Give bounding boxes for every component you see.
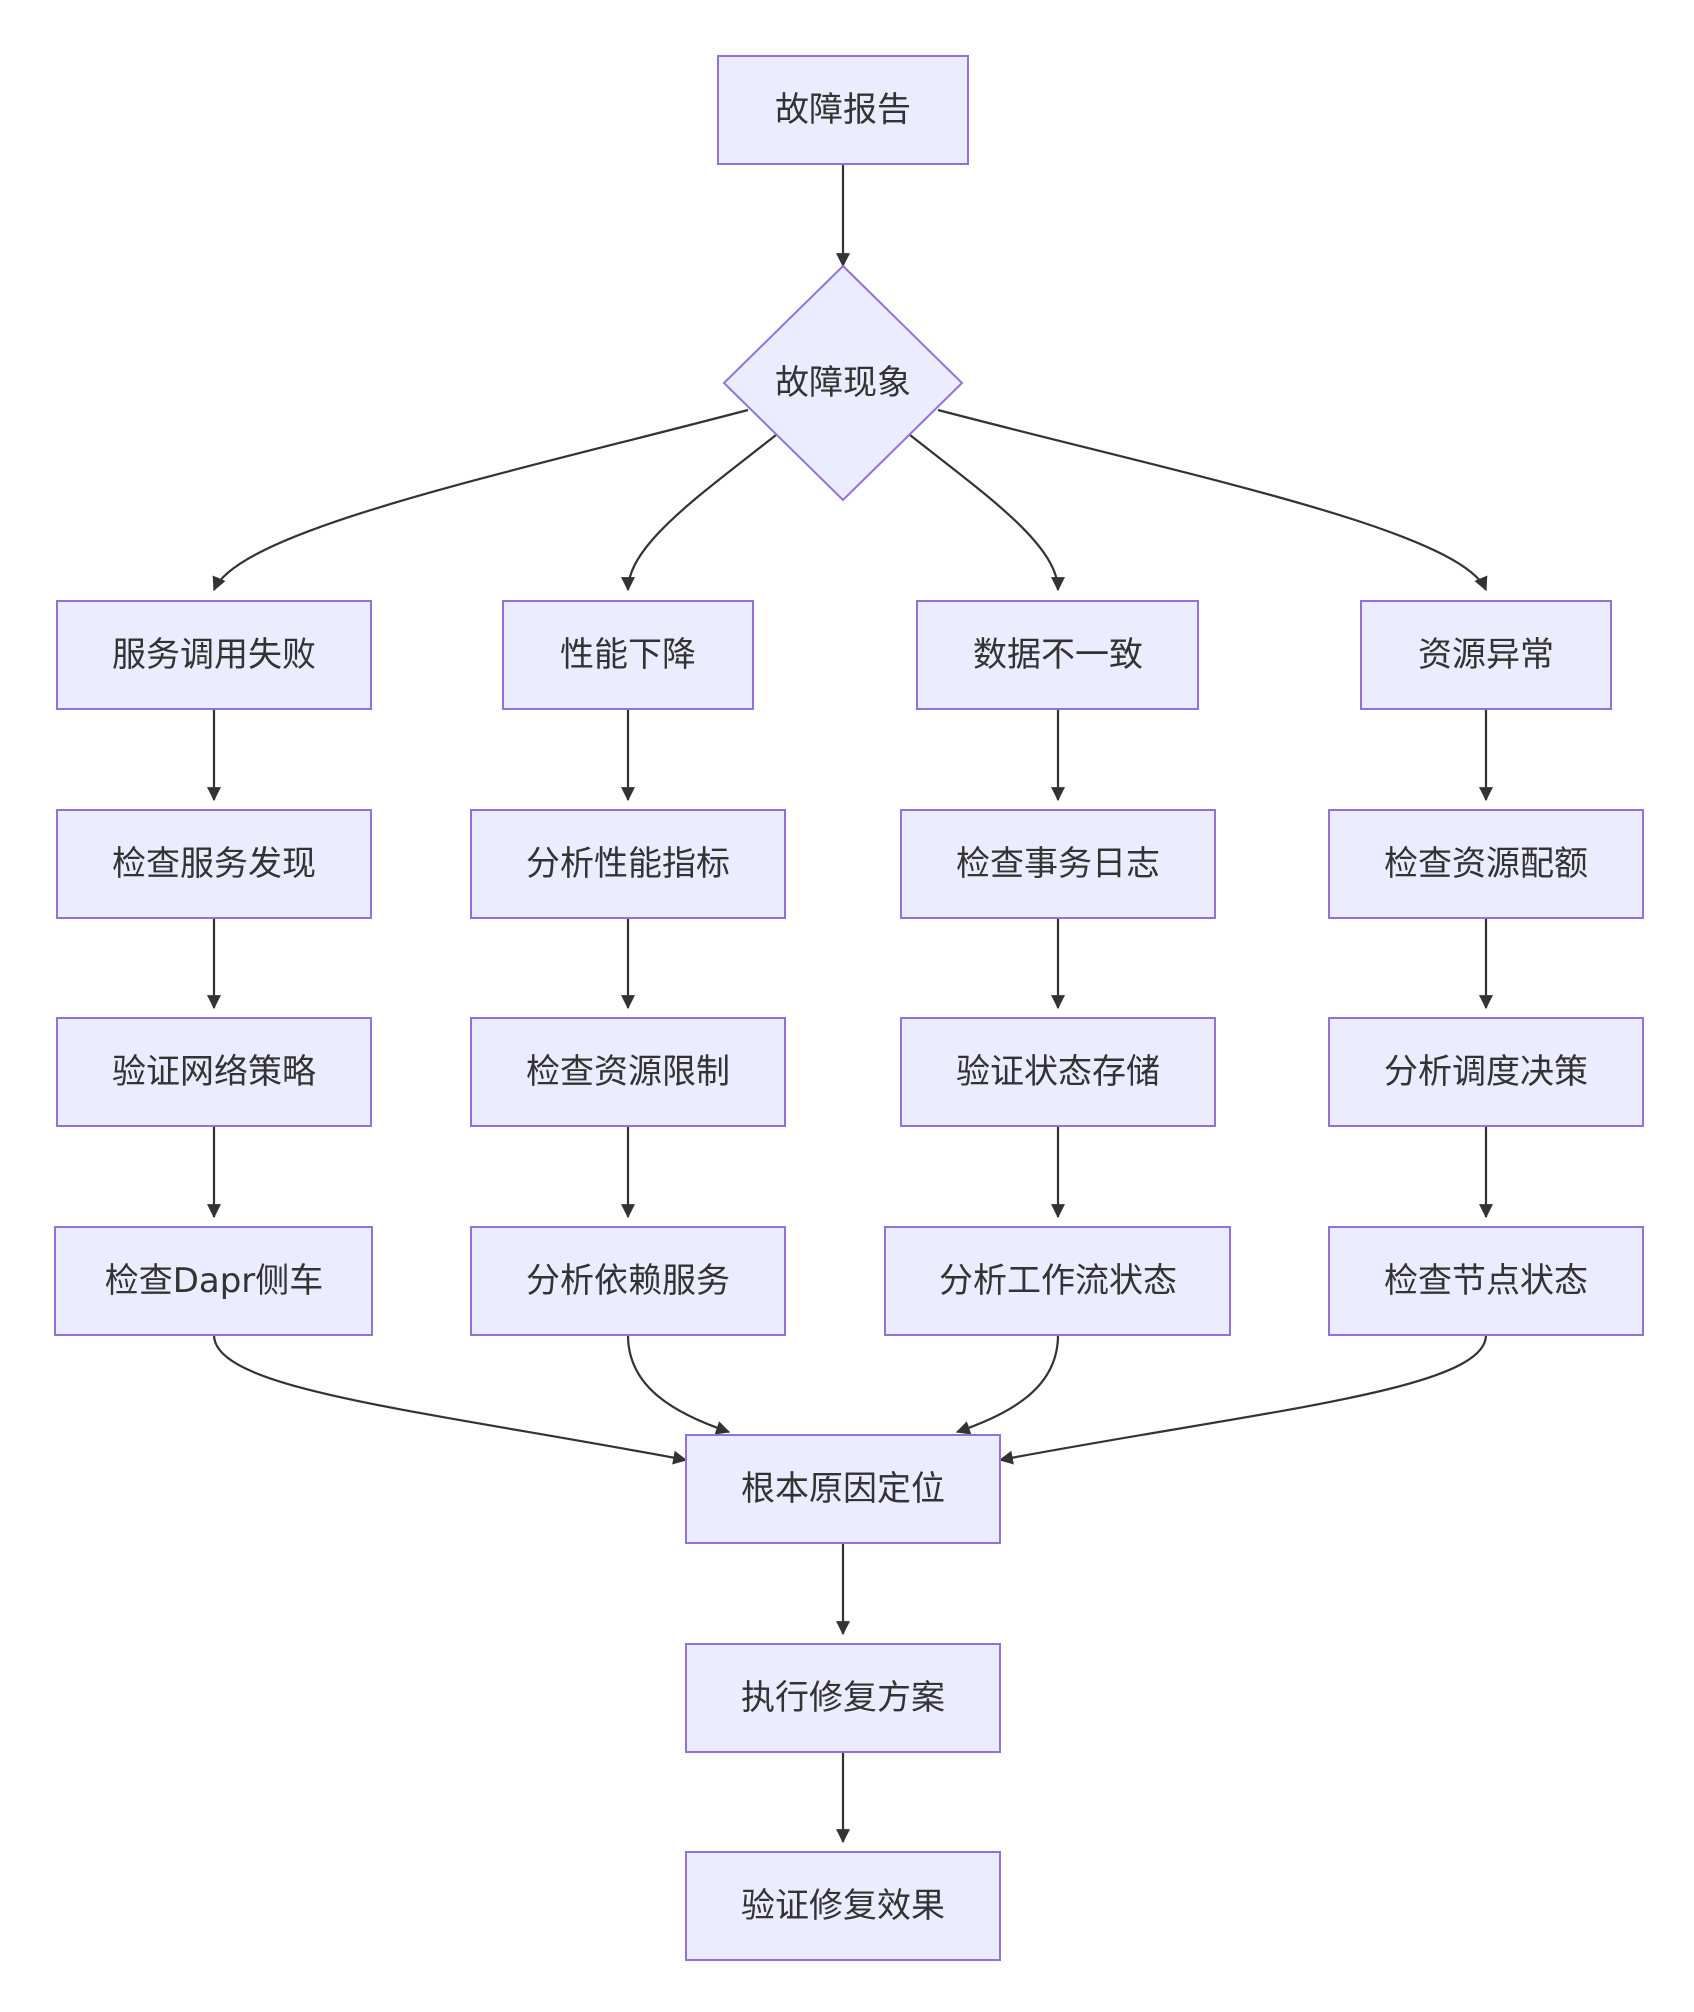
node-check-res-limit: 检查资源限制 [470,1017,786,1127]
node-check-quota-label: 检查资源配额 [1384,844,1588,884]
edge-symptom-svc-fail [212,408,749,592]
node-svc-fail-label: 服务调用失败 [112,635,316,675]
edge-analyze-deps-root-cause [626,1334,731,1435]
node-verify-state-store: 验证状态存储 [900,1017,1216,1127]
node-verify-fix-label: 验证修复效果 [741,1886,945,1926]
node-res-abn-label: 资源异常 [1418,635,1554,675]
node-verify-netpolicy-label: 验证网络策略 [112,1052,316,1092]
node-check-sidecar: 检查Dapr侧车 [54,1226,373,1336]
node-verify-fix: 验证修复效果 [685,1851,1001,1961]
node-check-sidecar-label: 检查Dapr侧车 [105,1261,324,1301]
node-root-cause: 根本原因定位 [685,1434,1001,1544]
decision-diamond [722,264,964,502]
node-analyze-scheduling: 分析调度决策 [1328,1017,1644,1127]
node-data-incon: 数据不一致 [916,600,1199,710]
node-symptom: 故障现象 [722,264,964,502]
node-check-node-state: 检查节点状态 [1328,1226,1644,1336]
node-perf-drop-label: 性能下降 [560,635,696,675]
node-analyze-workflow-label: 分析工作流状态 [939,1261,1177,1301]
node-perf-drop: 性能下降 [502,600,754,710]
node-report: 故障报告 [717,55,969,165]
node-analyze-scheduling-label: 分析调度决策 [1384,1052,1588,1092]
node-execute-fix-label: 执行修复方案 [741,1678,945,1718]
node-verify-state-store-label: 验证状态存储 [956,1052,1160,1092]
node-report-label: 故障报告 [775,90,911,130]
node-verify-netpolicy: 验证网络策略 [56,1017,372,1127]
node-check-tx-log: 检查事务日志 [900,809,1216,919]
edge-check-node-state-root-cause [998,1334,1488,1465]
node-check-tx-log-label: 检查事务日志 [956,844,1160,884]
node-analyze-metrics-label: 分析性能指标 [526,844,730,884]
edge-analyze-workflow-root-cause [955,1334,1060,1435]
node-analyze-metrics: 分析性能指标 [470,809,786,919]
edge-symptom-perf-drop [621,434,777,592]
edge-symptom-data-incon [909,434,1065,592]
edges [207,165,1493,1844]
node-check-discovery: 检查服务发现 [56,809,372,919]
node-check-res-limit-label: 检查资源限制 [526,1052,730,1092]
edge-symptom-res-abn [937,408,1488,592]
node-res-abn: 资源异常 [1360,600,1612,710]
nodes: 故障报告 故障现象 服务调用失败 性能下降 数据不一致 资源异常 检查服务发现 [54,55,1644,1961]
node-analyze-deps: 分析依赖服务 [470,1226,786,1336]
node-check-quota: 检查资源配额 [1328,809,1644,919]
node-svc-fail: 服务调用失败 [56,600,372,710]
node-symptom-label: 故障现象 [775,363,911,403]
node-analyze-workflow: 分析工作流状态 [884,1226,1231,1336]
node-execute-fix: 执行修复方案 [685,1643,1001,1753]
node-analyze-deps-label: 分析依赖服务 [526,1261,730,1301]
node-data-incon-label: 数据不一致 [973,635,1143,675]
node-check-node-state-label: 检查节点状态 [1384,1261,1588,1301]
node-check-discovery-label: 检查服务发现 [112,844,316,884]
edge-check-sidecar-root-cause [212,1334,688,1465]
node-root-cause-label: 根本原因定位 [741,1469,945,1509]
